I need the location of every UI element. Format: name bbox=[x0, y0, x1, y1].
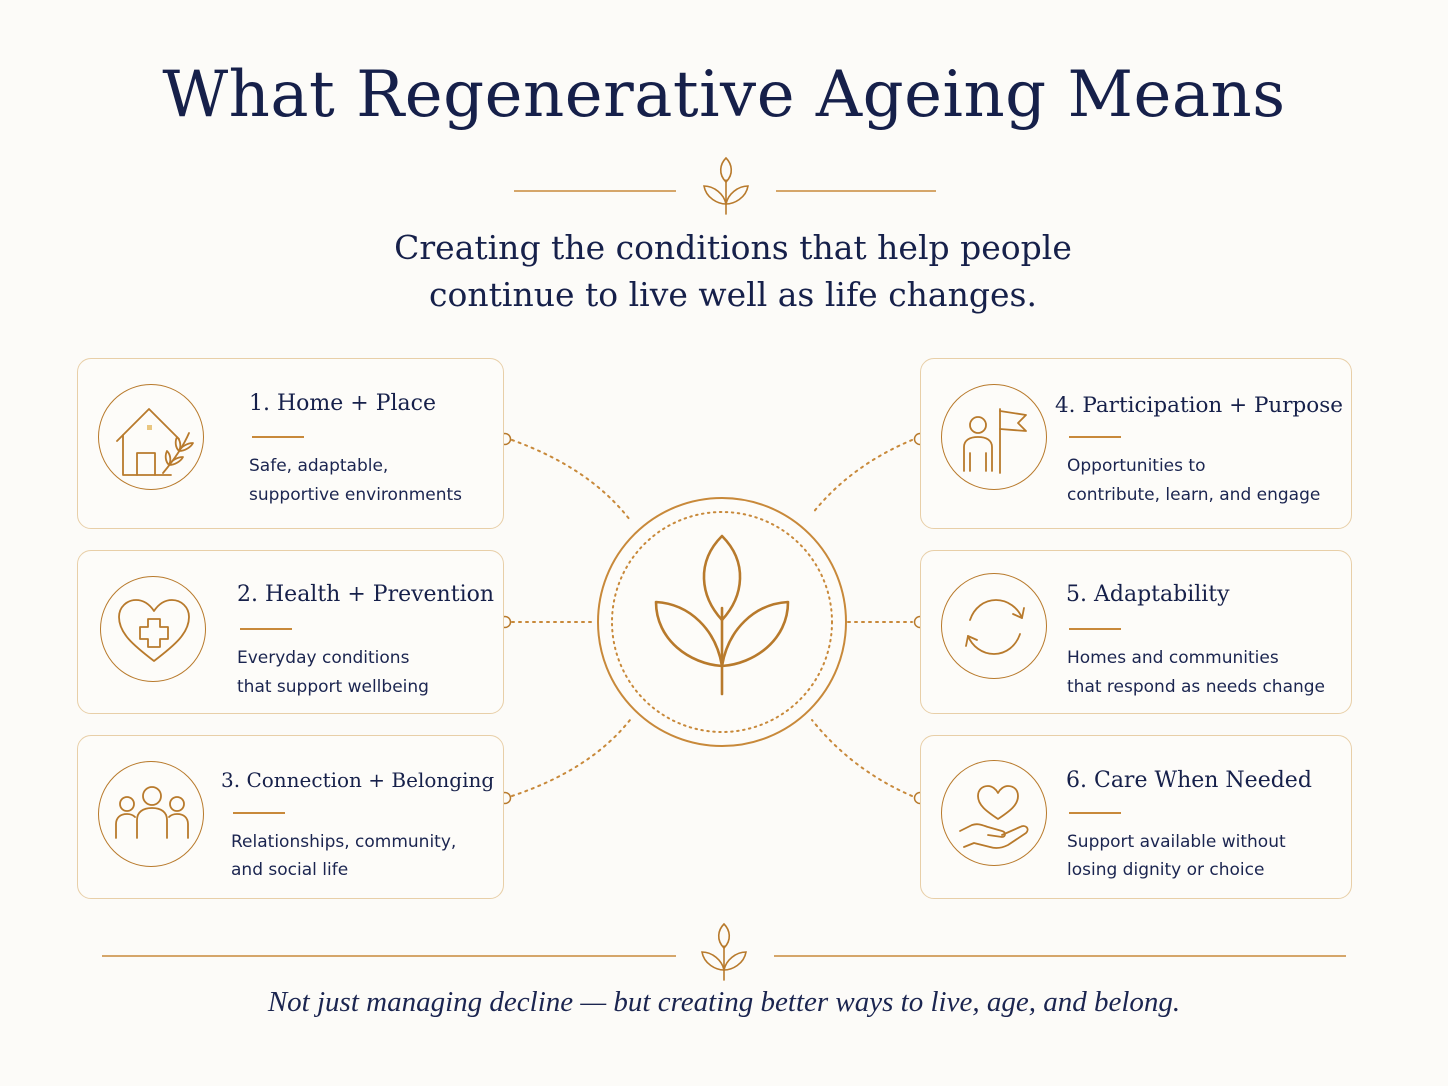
card-desc-line-2: contribute, learn, and engage bbox=[1067, 485, 1321, 505]
card-title: 1. Home + Place bbox=[249, 391, 437, 416]
card-desc-line-1: Safe, adaptable, bbox=[249, 456, 389, 476]
connector-1 bbox=[511, 439, 631, 521]
card-desc-line-1: Relationships, community, bbox=[231, 832, 457, 852]
bottom-sprig-icon bbox=[701, 922, 747, 981]
card-adaptability: 5. Adaptability Homes and communities th… bbox=[920, 550, 1352, 714]
subtitle-line-1: Creating the conditions that help people bbox=[394, 228, 1072, 267]
card-home-place: 1. Home + Place Safe, adaptable, support… bbox=[77, 358, 504, 529]
card-icon-circle bbox=[941, 760, 1047, 866]
card-desc-line-1: Opportunities to bbox=[1067, 456, 1206, 476]
top-sprig-icon bbox=[703, 156, 749, 215]
card-divider bbox=[233, 812, 285, 814]
card-desc-line-2: that respond as needs change bbox=[1067, 677, 1326, 697]
card-title: 2. Health + Prevention bbox=[237, 582, 495, 607]
connector-lines bbox=[511, 439, 913, 797]
card-participation-purpose: 4. Participation + Purpose Opportunities… bbox=[920, 358, 1352, 529]
connector-4 bbox=[811, 439, 913, 515]
card-desc-line-1: Support available without bbox=[1067, 832, 1286, 852]
people-group-icon bbox=[115, 786, 189, 839]
card-icon-circle bbox=[941, 573, 1047, 679]
card-desc-line-2: losing dignity or choice bbox=[1067, 860, 1265, 880]
card-desc-line-2: and social life bbox=[231, 860, 349, 880]
subtitle-line-2: continue to live well as life changes. bbox=[429, 275, 1037, 314]
heart-cross-icon bbox=[118, 599, 190, 662]
card-desc-line-2: that support wellbeing bbox=[237, 677, 429, 697]
sprout-icon bbox=[654, 534, 790, 696]
card-connection-belonging: 3. Connection + Belonging Relationships,… bbox=[77, 735, 504, 899]
card-icon-circle bbox=[941, 384, 1047, 490]
card-divider bbox=[1069, 628, 1121, 630]
connector-6 bbox=[811, 719, 913, 797]
card-title: 3. Connection + Belonging bbox=[221, 768, 495, 792]
card-title: 4. Participation + Purpose bbox=[1055, 393, 1344, 418]
card-icon-circle bbox=[98, 761, 204, 867]
card-care-when-needed: 6. Care When Needed Support available wi… bbox=[920, 735, 1352, 899]
card-title: 6. Care When Needed bbox=[1066, 768, 1312, 793]
hand-heart-icon bbox=[959, 785, 1029, 849]
house-sprig-icon bbox=[116, 408, 194, 476]
bottom-divider bbox=[102, 922, 1346, 981]
card-icon-circle bbox=[100, 576, 206, 682]
card-divider bbox=[240, 628, 292, 630]
footer-tagline: Not just managing decline — but creating… bbox=[267, 986, 1181, 1018]
cycle-arrows-icon bbox=[965, 599, 1025, 655]
card-desc-line-1: Homes and communities bbox=[1067, 648, 1279, 668]
card-desc-line-1: Everyday conditions bbox=[237, 648, 410, 668]
connector-3 bbox=[511, 719, 631, 797]
card-icon-circle bbox=[98, 384, 204, 490]
card-divider bbox=[252, 436, 304, 438]
page-title: What Regenerative Ageing Means bbox=[162, 58, 1286, 132]
card-divider bbox=[1069, 812, 1121, 814]
person-flag-icon bbox=[963, 408, 1027, 474]
card-health-prevention: 2. Health + Prevention Everyday conditio… bbox=[77, 550, 504, 714]
card-desc-line-2: supportive environments bbox=[249, 485, 463, 505]
card-divider bbox=[1069, 436, 1121, 438]
card-title: 5. Adaptability bbox=[1066, 582, 1230, 607]
center-emblem bbox=[597, 497, 847, 747]
top-divider bbox=[514, 156, 936, 215]
